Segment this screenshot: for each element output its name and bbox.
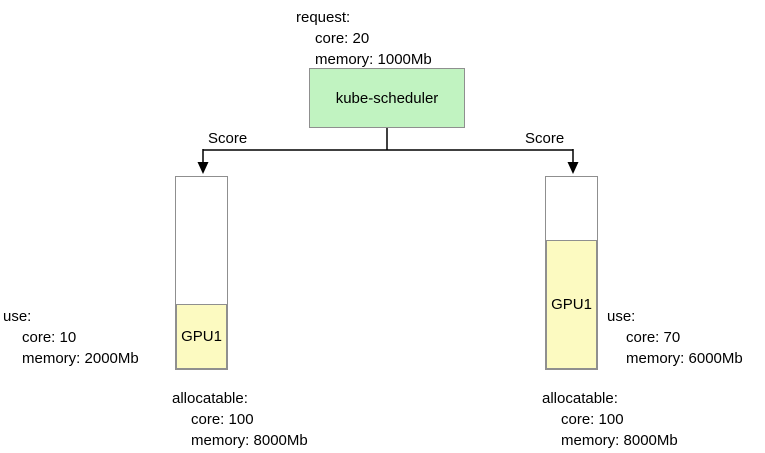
score-label-right: Score	[525, 130, 565, 147]
score-label-left: Score	[208, 130, 248, 147]
node-left-use-title: use:	[3, 308, 32, 325]
request-memory: memory: 1000Mb	[315, 51, 432, 68]
request-block: request: core: 20 memory: 1000Mb	[296, 7, 432, 70]
node-right-allocatable-title: allocatable:	[542, 390, 618, 407]
node-left-allocatable-block: allocatable: core: 100 memory: 8000Mb	[172, 388, 308, 451]
left-arrowhead-icon	[197, 162, 209, 174]
node-left-allocatable-memory: memory: 8000Mb	[191, 432, 308, 449]
node-left-gpu-label: GPU1	[181, 327, 222, 345]
node-left: GPU1	[175, 176, 228, 370]
node-right-allocatable-memory: memory: 8000Mb	[561, 432, 678, 449]
node-right-allocatable-block: allocatable: core: 100 memory: 8000Mb	[542, 388, 678, 451]
node-right-gpu-fill: GPU1	[546, 240, 597, 369]
node-right-gpu-label: GPU1	[551, 296, 592, 314]
request-title: request:	[296, 9, 351, 26]
node-left-allocatable-core: core: 100	[191, 411, 254, 428]
node-right-use-block: use: core: 70 memory: 6000Mb	[607, 306, 743, 369]
node-right-use-title: use:	[607, 308, 636, 325]
node-right-use-core: core: 70	[626, 329, 681, 346]
node-right: GPU1	[545, 176, 598, 370]
kube-scheduler-label: kube-scheduler	[335, 89, 439, 107]
node-left-use-memory: memory: 2000Mb	[22, 350, 139, 367]
node-left-gpu-fill: GPU1	[176, 303, 227, 369]
node-left-allocatable-title: allocatable:	[172, 390, 248, 407]
node-left-use-core: core: 10	[22, 329, 77, 346]
right-arrowhead-icon	[567, 162, 579, 174]
node-right-allocatable-core: core: 100	[561, 411, 624, 428]
node-right-use-memory: memory: 6000Mb	[626, 350, 743, 367]
request-core: core: 20	[315, 30, 370, 47]
node-left-use-block: use: core: 10 memory: 2000Mb	[3, 306, 139, 369]
kube-scheduler-box: kube-scheduler	[309, 68, 465, 128]
